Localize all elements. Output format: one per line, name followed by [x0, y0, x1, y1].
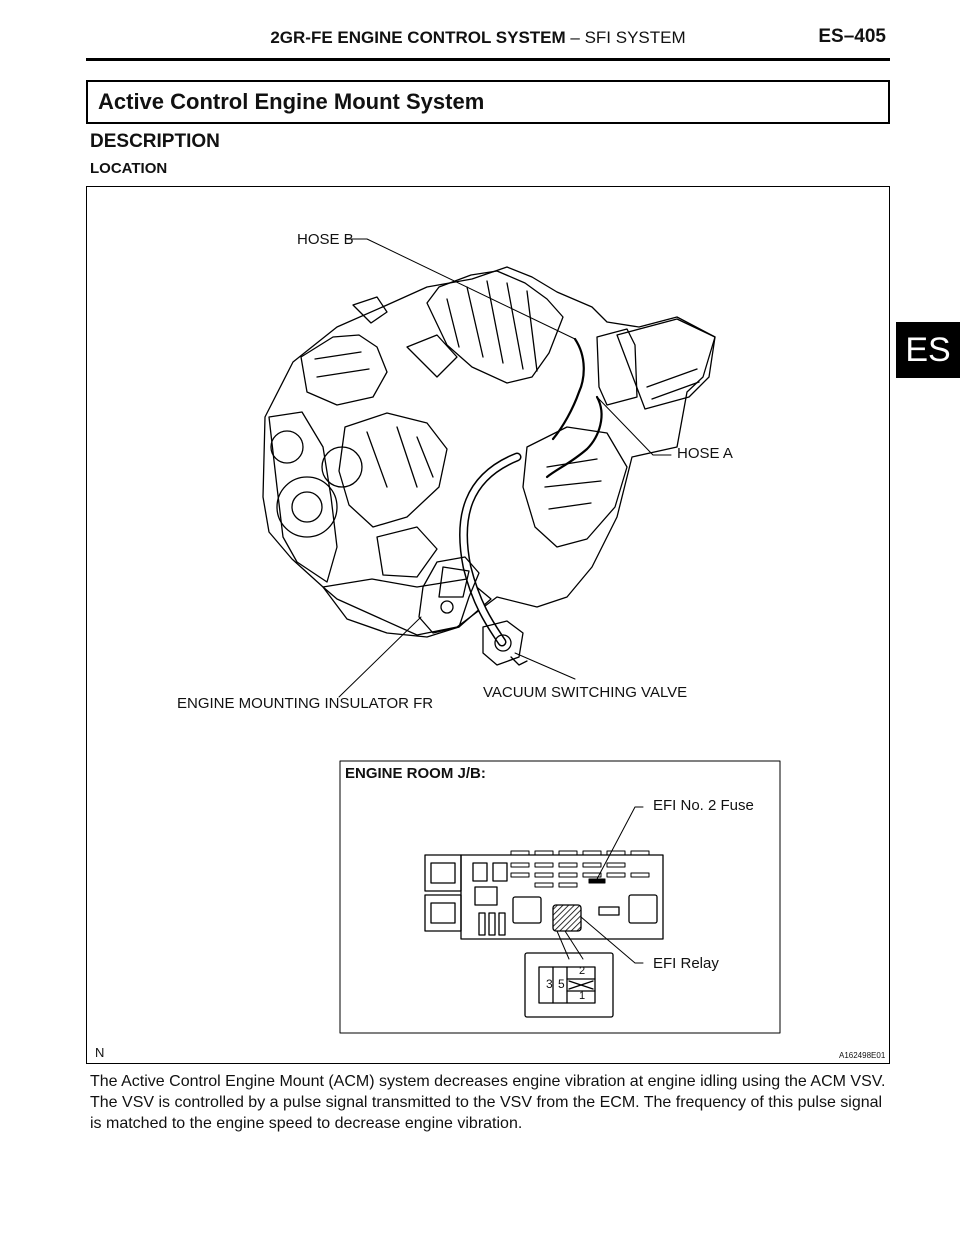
leader-vsv — [514, 652, 576, 680]
figure-north-marker: N — [95, 1045, 105, 1060]
leader-hose-a — [596, 396, 672, 456]
hose-b — [551, 337, 585, 441]
page-number: ES–405 — [818, 26, 886, 47]
hose-a — [545, 395, 603, 479]
engine-illustration — [262, 238, 781, 1034]
description-heading: DESCRIPTION — [90, 131, 220, 152]
relay-pin-2: 2 — [579, 965, 586, 977]
oil-pan — [322, 578, 492, 638]
vacuum-switching-valve-body — [482, 620, 524, 666]
efi-no2-fuse-slot — [588, 878, 606, 884]
label-efi-relay: EFI Relay — [653, 955, 719, 972]
label-engine-mounting-insulator: ENGINE MOUNTING INSULATOR FR — [177, 695, 434, 712]
header-subsystem: – SFI SYSTEM — [565, 28, 686, 47]
throttle-body — [596, 328, 638, 406]
relay-pin-3: 3 — [546, 977, 553, 991]
engine-block-outline — [262, 266, 716, 636]
intake-manifold — [426, 270, 564, 384]
vacuum-hose — [459, 452, 522, 647]
section-side-tab: ES — [896, 322, 960, 378]
timing-cover — [268, 411, 338, 583]
label-engine-room-jb: ENGINE ROOM J/B: — [345, 765, 486, 782]
header-system-name: 2GR-FE ENGINE CONTROL SYSTEM — [270, 28, 566, 47]
leader-engine-mount — [338, 616, 422, 698]
leader-hose-b — [346, 238, 576, 340]
figure-id: A162498E01 — [839, 1051, 886, 1060]
leader-efi-relay — [580, 916, 644, 964]
label-hose-b: HOSE B — [297, 231, 354, 248]
engine-mounting-insulator — [418, 556, 480, 634]
jb-inset-frame — [339, 760, 781, 1034]
leader-efi-fuse — [596, 806, 644, 880]
location-figure: HOSE B HOSE A ENGINE MOUNTING INSULATOR … — [86, 186, 890, 1064]
description-paragraph: The Active Control Engine Mount (ACM) sy… — [90, 1073, 886, 1132]
location-heading: LOCATION — [90, 160, 168, 177]
header-rule — [86, 58, 890, 61]
label-vacuum-switching-valve: VACUUM SWITCHING VALVE — [483, 684, 688, 701]
running-header-title: 2GR-FE ENGINE CONTROL SYSTEM – SFI SYSTE… — [268, 28, 688, 48]
relay-connector-outline — [524, 952, 614, 1018]
label-hose-a: HOSE A — [677, 445, 733, 462]
air-intake-duct — [616, 318, 716, 410]
label-efi-no2-fuse: EFI No. 2 Fuse — [653, 797, 754, 814]
crank-pulley — [276, 476, 338, 538]
section-title-box: Active Control Engine Mount System — [86, 80, 890, 124]
section-title: Active Control Engine Mount System — [98, 89, 485, 114]
idler-pulley — [270, 430, 304, 464]
efi-relay-position — [552, 904, 582, 932]
exhaust-manifold — [338, 412, 448, 528]
relay-pin-1: 1 — [579, 990, 586, 1002]
relay-pin-5: 5 — [558, 977, 565, 991]
